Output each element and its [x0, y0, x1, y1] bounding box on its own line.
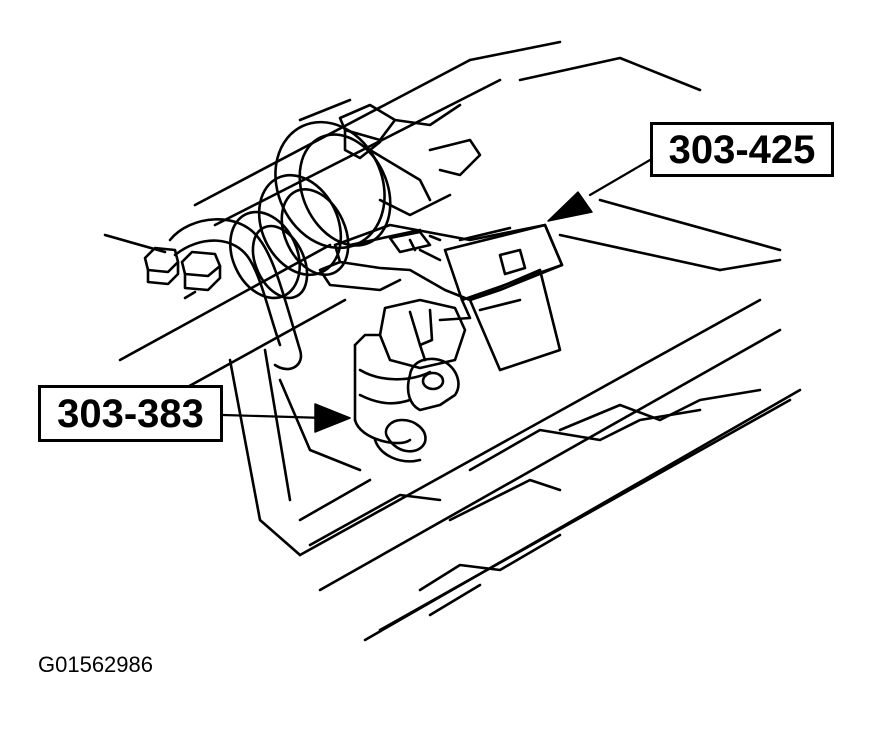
- arrowhead-303-425: [547, 191, 593, 222]
- callout-text: 303-383: [57, 391, 204, 436]
- alignment-tool-303-425: [318, 223, 564, 322]
- arrowhead-303-383: [314, 403, 351, 433]
- callout-tool-303-425: 303-425: [650, 122, 834, 177]
- callout-text: 303-425: [668, 127, 816, 172]
- figure-id-label: G01562986: [38, 652, 153, 677]
- leader-lines: [221, 158, 652, 433]
- callout-sensor-303-383: 303-383: [38, 385, 223, 442]
- camshaft-position-sensor-303-383: [353, 298, 467, 463]
- camshaft-pulley-assembly: [103, 120, 392, 371]
